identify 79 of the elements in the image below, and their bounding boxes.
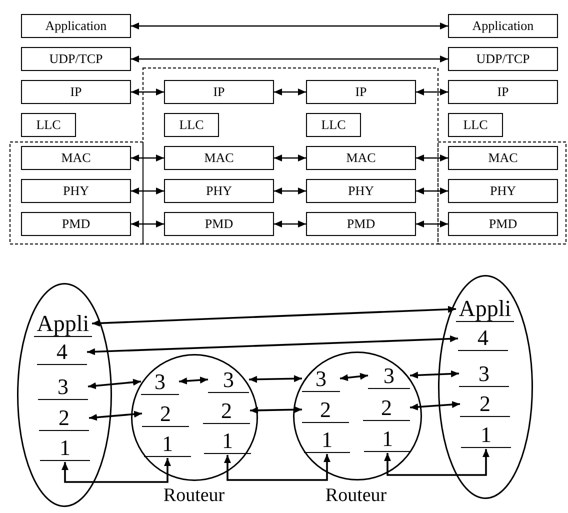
protocol-layer-box: IP [448,80,558,104]
layer-label: 2 [39,405,89,431]
protocol-layer-box: MAC [21,146,131,170]
protocol-layer-box: PHY [164,179,274,203]
protocol-layer-box: MAC [448,146,558,170]
router-label: Routeur [324,485,388,507]
double-arrow [131,22,448,30]
protocol-layer-box: PMD [164,212,274,236]
double-arrow [62,458,171,483]
layer-label: Appli [34,310,92,337]
double-arrow [274,188,306,194]
double-arrow [86,335,458,356]
protocol-layer-box: LLC [164,113,219,137]
layer-label: 3 [38,373,88,400]
double-arrow [88,378,142,390]
host-ellipse [17,283,112,507]
layer-label: 1 [204,428,251,454]
double-arrow [410,370,460,379]
layer-label: 2 [302,396,349,423]
double-arrow [250,406,302,414]
double-arrow [224,454,330,481]
protocol-layer-box: LLC [21,113,76,137]
double-arrow [274,154,306,162]
layer-label: 3 [459,360,509,387]
protocol-layer-box: Application [448,14,558,38]
double-arrow [274,88,306,96]
double-arrow [410,401,460,410]
router-circle [293,349,422,483]
double-arrow [416,220,448,228]
layer-label: 3 [302,365,340,392]
double-arrow [131,88,164,96]
protocol-layer-box: IP [21,80,131,104]
protocol-layer-box: LLC [306,113,361,137]
protocol-layer-box: PHY [21,179,131,203]
double-arrow [274,220,306,228]
double-arrow [248,375,302,383]
protocol-layer-box: PMD [21,212,131,236]
protocol-layer-box: IP [164,80,274,104]
protocol-layer-box: PMD [448,212,558,236]
protocol-layer-box: UDP/TCP [21,47,131,71]
layer-label: 1 [304,427,350,453]
layer-label: 2 [363,394,410,421]
layer-label: 1 [461,422,511,448]
double-arrow [416,88,448,96]
router-circle [131,352,258,483]
double-arrow [178,376,208,384]
double-arrow [88,410,142,421]
double-arrow [92,306,456,327]
protocol-layer-box: MAC [164,146,274,170]
protocol-layer-box: PHY [306,179,416,203]
protocol-layer-box: Application [21,14,131,38]
host-ellipse [438,275,533,499]
layer-label: 1 [40,435,90,461]
layer-label: 3 [368,362,410,389]
layer-label: 2 [142,400,189,427]
double-arrow [416,154,448,162]
protocol-layer-box: PHY [448,179,558,203]
double-arrow [131,220,164,228]
layer-label: 4 [458,326,508,351]
protocol-layer-box: PMD [306,212,416,236]
protocol-layer-box: UDP/TCP [448,47,558,71]
layer-label: 3 [208,366,249,393]
protocol-layer-box: MAC [306,146,416,170]
layer-label: 2 [460,391,510,417]
double-arrow [131,188,164,194]
layer-label: 1 [364,426,411,452]
layer-label: 1 [144,431,191,457]
double-arrow [416,188,448,194]
double-arrow [131,56,448,62]
double-arrow [340,372,368,382]
layer-label: 4 [37,339,87,365]
double-arrow [131,154,164,162]
layer-label: 2 [203,397,250,424]
protocol-layer-box: IP [306,80,416,104]
protocol-layer-box: LLC [448,113,503,137]
layer-label: 3 [141,368,179,395]
router-label: Routeur [162,485,226,507]
double-arrow [384,449,490,476]
layer-label: Appli [456,296,514,322]
